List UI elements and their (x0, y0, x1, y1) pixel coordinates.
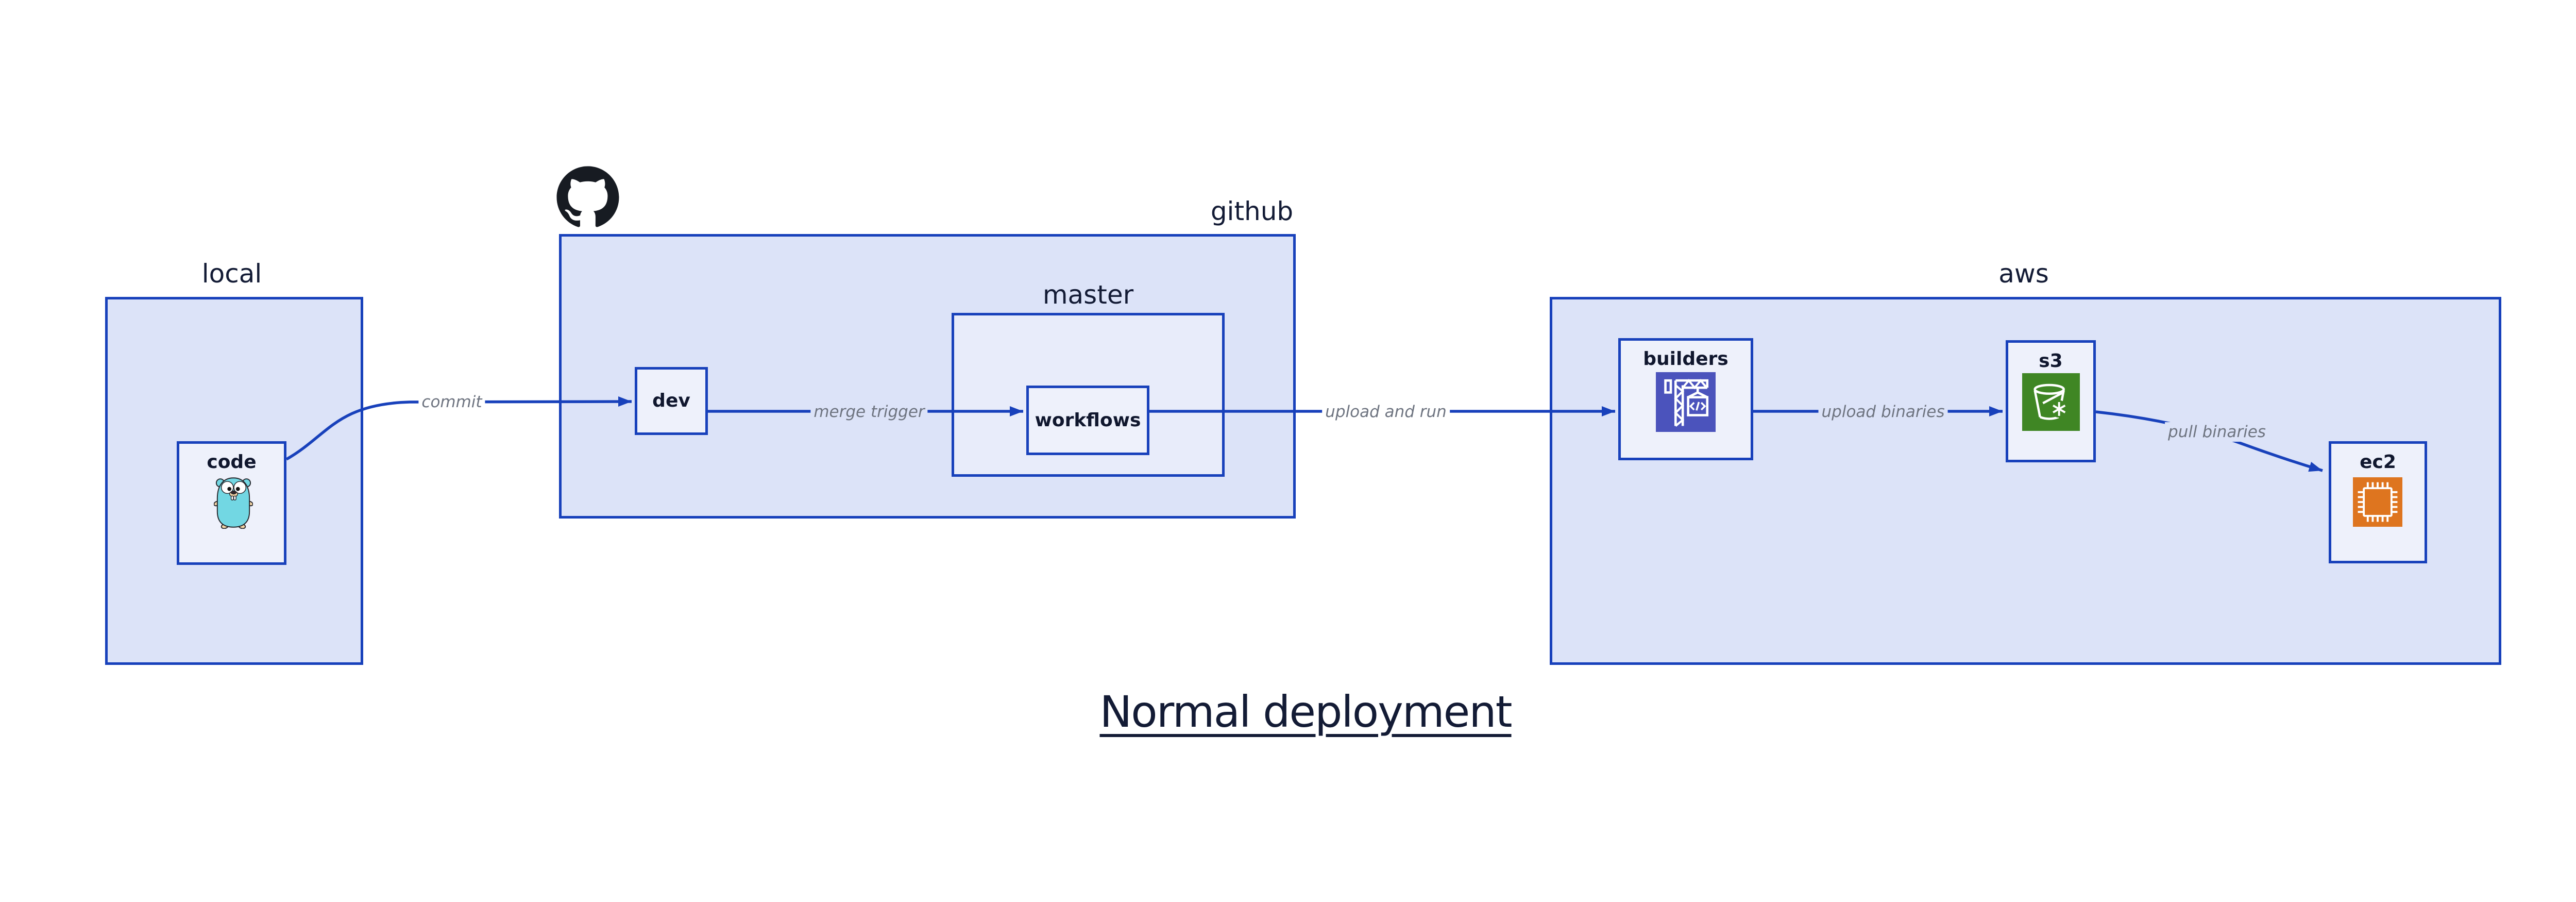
group-master-label: master (1042, 280, 1134, 310)
node-ec2-label: ec2 (2360, 452, 2396, 473)
group-github-label: github (1210, 196, 1294, 226)
edge-commit-line (285, 396, 632, 461)
node-workflows-label: workflows (1035, 409, 1141, 431)
edge-commit-label: commit (418, 392, 485, 412)
edge-upload-and-run-label: upload and run (1322, 402, 1450, 422)
edge-upload-binaries-label: upload binaries (1818, 402, 1948, 422)
diagram-title: Normal deployment (1099, 687, 1512, 737)
aws-codebuild-crane-icon (1656, 372, 1716, 432)
group-local-label: local (201, 259, 262, 289)
github-octocat-icon (556, 166, 619, 227)
node-s3-label: s3 (2039, 350, 2063, 372)
node-dev: dev (635, 367, 708, 435)
node-code-label: code (207, 452, 257, 473)
aws-s3-glacier-bucket-icon (2022, 373, 2080, 431)
node-dev-label: dev (652, 390, 690, 411)
group-aws-label: aws (1998, 259, 2049, 289)
edge-pull-binaries-label: pull binaries (2165, 422, 2269, 442)
aws-ec2-chip-icon (2353, 477, 2402, 527)
node-builders-label: builders (1643, 348, 1728, 370)
node-workflows: workflows (1026, 386, 1149, 455)
go-gopher-icon (214, 477, 253, 529)
edge-merge-trigger-label: merge trigger (810, 402, 928, 422)
